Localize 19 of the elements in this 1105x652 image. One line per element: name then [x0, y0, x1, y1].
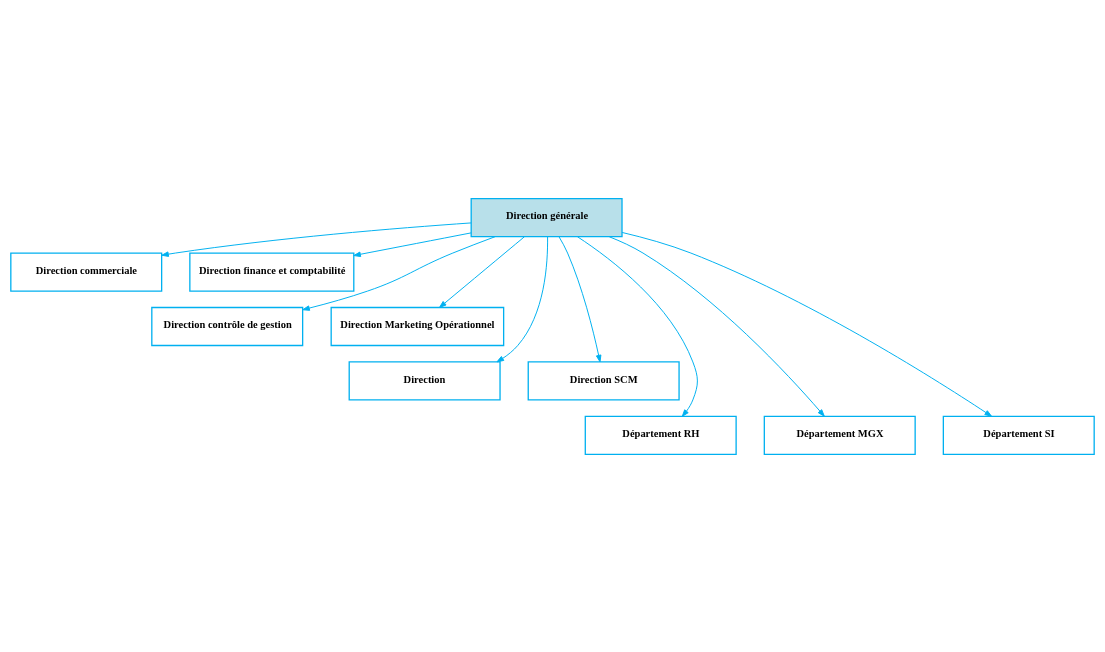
arrow [576, 235, 698, 417]
node-box: Direction finance et comptabilité [189, 251, 355, 292]
arrow [439, 235, 525, 308]
arrow [558, 235, 602, 362]
node-box: Direction contrôle de gestion [151, 306, 304, 346]
node-box: Direction commerciale [10, 251, 163, 292]
node-box: Département SI [942, 415, 1095, 455]
arrow [496, 235, 549, 362]
arrow [161, 221, 472, 257]
node-box: Direction Marketing Opérationnel [330, 306, 505, 346]
arrow [621, 231, 992, 417]
arrow [608, 235, 825, 417]
node-box: Département MGX [763, 415, 916, 455]
node-box: Direction SCM [527, 360, 680, 401]
arrow [353, 231, 472, 257]
arrow [302, 235, 496, 311]
node-box: Département RH [584, 415, 737, 455]
node-box: Direction [348, 360, 501, 401]
node-box: Direction générale [470, 197, 623, 237]
